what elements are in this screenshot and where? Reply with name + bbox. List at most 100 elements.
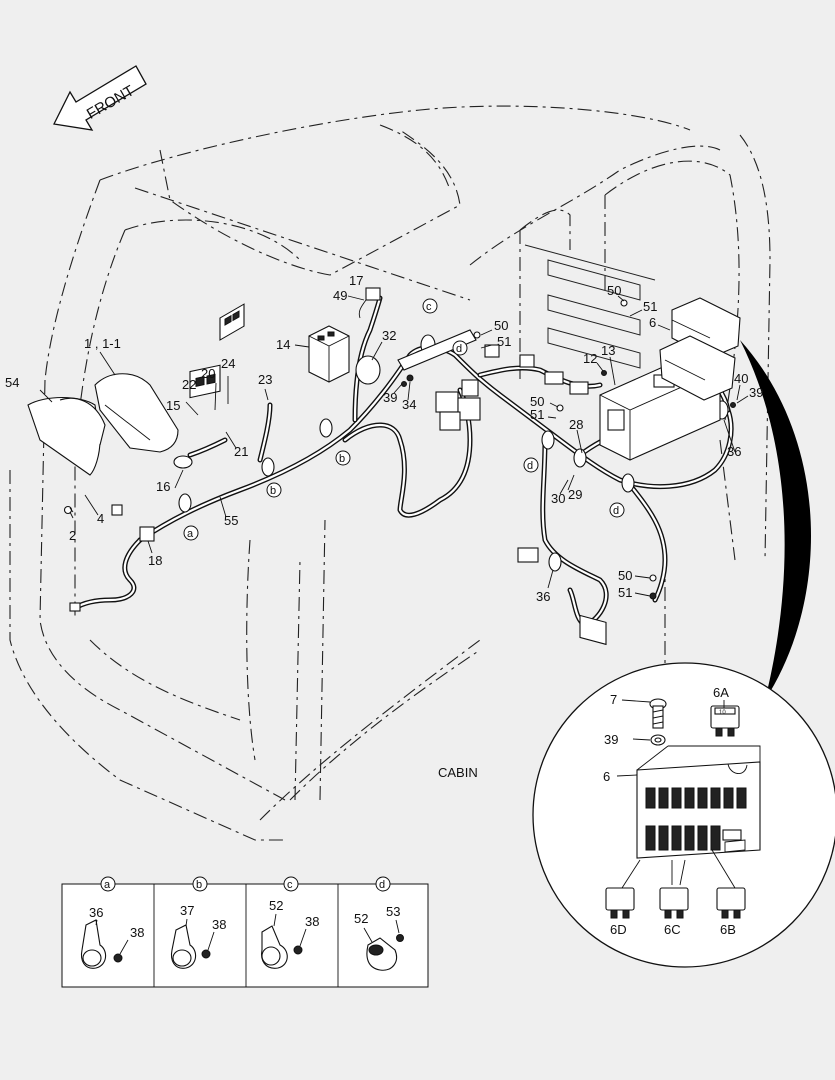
clamp-c-cell: c 52 38 <box>261 876 319 969</box>
clamp-legend-table: a 36 38 b 37 38 c 52 38 <box>61 876 429 988</box>
label-50: 50 <box>618 568 632 583</box>
label-49: 49 <box>333 288 347 303</box>
label-32: 32 <box>382 328 396 343</box>
label-51: 51 <box>530 407 544 422</box>
bolt-icon <box>649 698 667 729</box>
label-39: 39 <box>604 732 618 747</box>
label-14: 14 <box>276 337 290 352</box>
clamp-a-cell: a 36 38 <box>80 876 144 969</box>
label-51: 51 <box>643 299 657 314</box>
part-labels: 1 , 1-1 54 2 4 15 16 18 22 20 24 23 21 5… <box>5 273 763 780</box>
clamp-d-part: 52 <box>354 911 368 926</box>
label-36: 36 <box>727 444 741 459</box>
label-28: 28 <box>569 417 583 432</box>
label-29: 29 <box>568 487 582 502</box>
label-22: 22 <box>182 377 196 392</box>
fuse-box-detail: 10 <box>532 662 835 968</box>
callout-arc <box>740 340 812 700</box>
label-23: 23 <box>258 372 272 387</box>
label-15: 15 <box>166 398 180 413</box>
fuse-rating: 10 <box>719 710 726 716</box>
clamp-reference-markers: a b b c d d d <box>183 298 625 541</box>
clamp-b-key: b <box>196 879 202 891</box>
fuse-icon <box>716 887 746 919</box>
label-6C: 6C <box>664 922 681 937</box>
harness-clamps <box>178 334 729 572</box>
component-relay-block <box>435 379 481 431</box>
fuse-icon <box>605 887 635 919</box>
marker-a: a <box>187 528 194 540</box>
label-6: 6 <box>603 769 610 784</box>
cabin-label: CABIN <box>438 765 478 780</box>
component-switch-20-24 <box>219 303 245 341</box>
label-12: 12 <box>583 351 597 366</box>
label-16: 16 <box>156 479 170 494</box>
clamp-b-part: 37 <box>180 903 194 918</box>
label-6B: 6B <box>720 922 736 937</box>
component-connector-18 <box>69 504 155 612</box>
label-54: 54 <box>5 375 19 390</box>
component-relay-32 <box>355 355 381 385</box>
clamp-d-cell: d 52 53 <box>354 876 404 971</box>
leader-lines <box>39 295 749 597</box>
label-6A: 6A <box>713 685 729 700</box>
component-bolts-50-51 <box>473 299 736 600</box>
label-34: 34 <box>402 397 416 412</box>
component-connector-17 <box>358 287 381 319</box>
clamp-a-bolt: 38 <box>130 925 144 940</box>
component-fuse-box-6 <box>659 297 741 401</box>
label-17: 17 <box>349 273 363 288</box>
clamp-b-bolt: 38 <box>212 917 226 932</box>
clamp-b-cell: b 37 38 <box>170 876 226 969</box>
label-2: 2 <box>69 528 76 543</box>
label-50: 50 <box>494 318 508 333</box>
marker-d: d <box>613 505 619 517</box>
component-switch-15 <box>189 364 221 399</box>
label-51: 51 <box>497 334 511 349</box>
component-connector-bay <box>484 344 589 395</box>
clamp-c-bolt: 38 <box>305 914 319 929</box>
component-module-14 <box>308 325 350 383</box>
label-20: 20 <box>201 366 215 381</box>
label-6: 6 <box>649 315 656 330</box>
label-24: 24 <box>221 356 235 371</box>
component-capsule-16 <box>173 455 193 469</box>
clamp-a-part: 36 <box>89 905 103 920</box>
marker-b: b <box>270 485 276 497</box>
label-13: 13 <box>601 343 615 358</box>
clamp-d-bolt: 53 <box>386 904 400 919</box>
component-plate-39 <box>397 329 477 387</box>
label-40: 40 <box>734 371 748 386</box>
washer-icon <box>650 734 666 746</box>
marker-b: b <box>339 453 345 465</box>
label-6D: 6D <box>610 922 627 937</box>
component-bolt-2 <box>63 505 74 519</box>
fuse-row-lower <box>645 825 742 851</box>
fuse-icon: 10 <box>710 705 740 737</box>
label-21: 21 <box>234 444 248 459</box>
label-1: 1 , 1-1 <box>84 336 121 351</box>
label-18: 18 <box>148 553 162 568</box>
component-panel-54 <box>27 397 106 476</box>
fuse-icon <box>659 887 689 919</box>
component-switch-panel-1 <box>94 373 179 453</box>
label-4: 4 <box>97 511 104 526</box>
label-7: 7 <box>610 692 617 707</box>
label-50: 50 <box>607 283 621 298</box>
fuse-row-upper <box>645 787 747 809</box>
clamp-c-key: c <box>287 879 293 891</box>
component-connector-30 <box>517 547 607 646</box>
clamp-c-part: 52 <box>269 898 283 913</box>
component-panel-slots <box>524 244 656 369</box>
clamp-d-key: d <box>379 879 385 891</box>
label-51: 51 <box>618 585 632 600</box>
label-39: 39 <box>749 385 763 400</box>
label-30: 30 <box>551 491 565 506</box>
marker-d: d <box>527 460 533 472</box>
marker-c: c <box>426 301 432 313</box>
label-55: 55 <box>224 513 238 528</box>
wire-harness <box>72 295 734 628</box>
marker-d: d <box>456 343 462 355</box>
label-39: 39 <box>383 390 397 405</box>
